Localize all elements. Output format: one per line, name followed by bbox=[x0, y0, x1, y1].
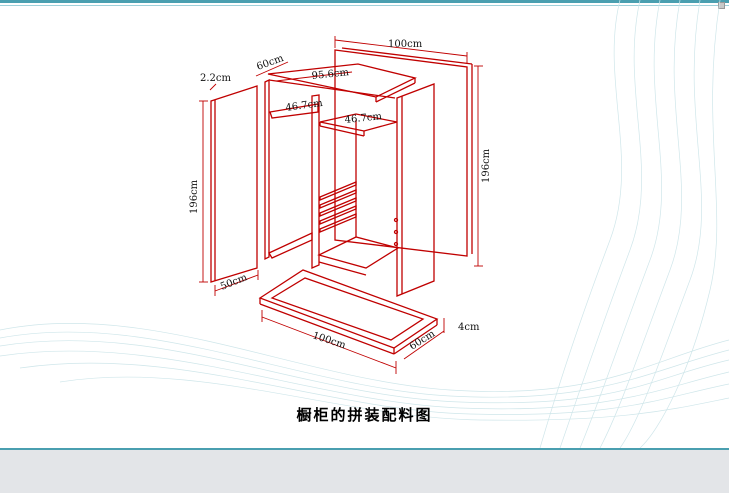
label-thickness: 2.2cm bbox=[200, 73, 232, 84]
carcass-bottom bbox=[268, 231, 313, 259]
back-panel bbox=[334, 49, 468, 257]
corner-marker bbox=[718, 2, 725, 9]
label-base-depth: 60cm bbox=[408, 328, 438, 352]
carcass-left-side bbox=[264, 78, 270, 261]
base-frame-outer bbox=[258, 269, 439, 349]
drawer-rail-5 bbox=[319, 213, 357, 233]
drawer-rail-2 bbox=[319, 189, 357, 209]
top-border-thin bbox=[0, 5, 729, 6]
dim-line-top-depth bbox=[255, 61, 289, 77]
label-top-panel: 95.6cm bbox=[311, 67, 350, 82]
label-base-thickness: 4cm bbox=[458, 322, 480, 333]
dim-line-top-width bbox=[334, 39, 468, 57]
dim-line-thickness bbox=[209, 83, 217, 91]
center-divider bbox=[311, 94, 320, 269]
drawer-rail-3 bbox=[319, 197, 357, 217]
label-left-height: 196cm bbox=[189, 179, 200, 214]
base-frame-inner bbox=[270, 277, 425, 341]
label-shelf-left: 46.7cm bbox=[285, 98, 324, 114]
shelf-left bbox=[269, 103, 319, 119]
dim-line-base-width bbox=[261, 316, 397, 369]
right-side-panel bbox=[396, 83, 435, 297]
drawer-rail-4 bbox=[319, 205, 357, 225]
label-top-width: 100cm bbox=[388, 39, 423, 50]
drawer-rail-1 bbox=[319, 181, 357, 201]
left-door bbox=[210, 85, 258, 283]
dim-line-side-depth bbox=[214, 274, 259, 292]
label-base-width: 100cm bbox=[311, 330, 347, 351]
label-right-height: 196cm bbox=[481, 148, 492, 183]
footer-bar bbox=[0, 448, 729, 493]
dim-line-top-panel bbox=[275, 71, 353, 82]
top-border bbox=[0, 0, 729, 3]
label-shelf-right: 46.7cm bbox=[344, 111, 383, 126]
dim-line-base-depth bbox=[403, 330, 445, 360]
diagram-caption: 橱柜的拼装配料图 bbox=[296, 406, 433, 424]
